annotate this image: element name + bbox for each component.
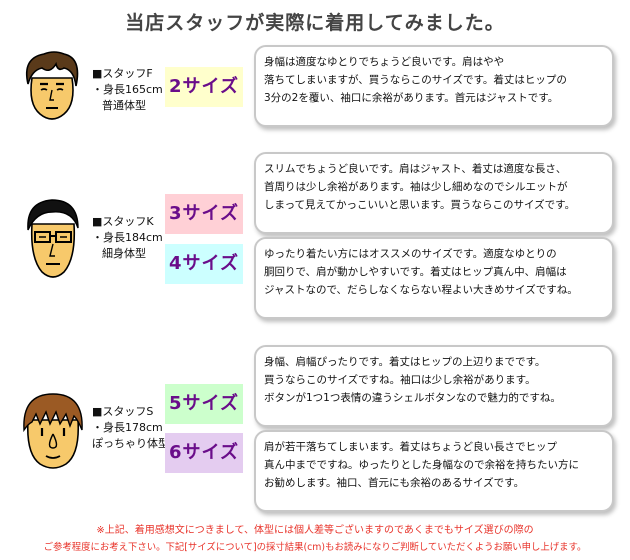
disclaimer-note-line-2: ご参考程度にお考え下さい。下記[サイズについて]の採寸結果(cm)もお読みになり… [43,542,587,553]
staff-s-height: ・身長178cm [92,421,163,434]
staff-s-face-icon [20,390,86,476]
staff-s-body-type: ぽっちゃり体型 [92,437,169,450]
comment-line: 肩が若干落ちてしまいます。着丈はちょうど良い長さでヒップ [264,441,557,453]
staff-k-info: ■スタッフK ・身長184cm 細身体型 [92,214,163,262]
comment-line: スリムでちょうど良いです。肩はジャスト、着丈は適度な長さ、 [264,163,567,175]
comment-bubble-size-6: 肩が若干落ちてしまいます。着丈はちょうど良い長さでヒップ 真ん中までですね。ゆっ… [254,430,614,512]
staff-k-face-icon [22,196,84,288]
comment-bubble-size-5: 身幅、肩幅ぴったりです。着丈はヒップの上辺りまでです。 買うならこのサイズですね… [254,345,614,427]
staff-f-height: ・身長165cm [92,83,163,96]
staff-k-body-type: 細身体型 [102,247,146,260]
size-badge-6: 6サイズ [165,433,243,473]
comment-line: しまって見えてかっこいいと思います。買うならこのサイズです。 [264,199,576,211]
comment-bubble-size-4: ゆったり着たい方にはオススメのサイズです。適度なゆとりの 胴回りで、肩が動かしや… [254,237,614,319]
page-title: 当店スタッフが実際に着用してみました。 [125,12,505,34]
comment-bubble-size-3: スリムでちょうど良いです。肩はジャスト、着丈は適度な長さ、 首周りは少し余裕があ… [254,152,614,234]
comment-line: ボタンが1つ1つ表情の違うシェルボタンなので魅力的ですね。 [264,392,561,404]
staff-s-info: ■スタッフS ・身長178cm ぽっちゃり体型 [92,404,169,452]
comment-line: 落ちてしまいますが、買うならこのサイズです。着丈はヒップの [264,74,567,86]
size-badge-4: 4サイズ [165,244,243,284]
staff-f-body-type: 普通体型 [102,99,146,112]
comment-line: 身幅は適度なゆとりでちょうど良いです。肩はやや [264,56,505,68]
staff-f-face-icon [20,48,84,130]
size-badge-3: 3サイズ [165,194,243,234]
size-badge-2: 2サイズ [165,67,243,107]
comment-line: 真ん中までですね。ゆったりとした身幅なので余裕を持ちたい方に [264,459,579,471]
staff-f-info: ■スタッフF ・身長165cm 普通体型 [92,66,163,114]
staff-s-name: ■スタッフS [92,405,154,418]
comment-line: 3分の2を覆い、袖口に余裕があります。首元はジャストです。 [264,92,559,104]
disclaimer-note-line-1: ※上記、着用感想文につきまして、体型には個人差等ございますのであくまでもサイズ選… [96,525,534,536]
staff-k-height: ・身長184cm [92,231,163,244]
comment-line: お勧めします。袖口、首元にも余裕のあるサイズです。 [264,477,525,489]
comment-line: ジャストなので、だらしなくならない程よい大きめサイズですね。 [264,284,578,296]
comment-line: 身幅、肩幅ぴったりです。着丈はヒップの上辺りまでです。 [264,356,546,368]
comment-line: 首周りは少し余裕があります。袖は少し細めなのでシルエットが [264,181,568,193]
comment-bubble-size-2: 身幅は適度なゆとりでちょうど良いです。肩はやや 落ちてしまいますが、買うならこの… [254,45,614,127]
comment-line: 胴回りで、肩が動かしやすいです。着丈はヒップ真ん中、肩幅は [264,266,567,278]
staff-k-name: ■スタッフK [92,215,154,228]
staff-f-name: ■スタッフF [92,67,153,80]
comment-line: 買うならこのサイズですね。袖口は少し余裕があります。 [264,374,536,386]
size-badge-5: 5サイズ [165,384,243,424]
comment-line: ゆったり着たい方にはオススメのサイズです。適度なゆとりの [264,248,557,260]
